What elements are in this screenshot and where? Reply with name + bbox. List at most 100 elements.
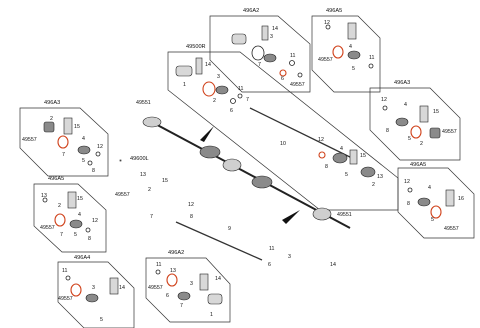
label: 12 [404, 179, 410, 185]
label: 1 [183, 82, 186, 88]
clamp [42, 197, 48, 203]
label: 16 [458, 196, 464, 202]
clamp [289, 60, 295, 66]
label: 2 [148, 187, 151, 193]
boot-band-kit [349, 149, 358, 165]
boot-right [251, 175, 273, 189]
label: 13 [140, 172, 146, 178]
label: 12 [97, 144, 103, 150]
boot [332, 152, 348, 164]
o-ring [166, 273, 178, 287]
label: 4 [428, 185, 431, 191]
label: 14 [330, 262, 336, 268]
label: 8 [92, 168, 95, 174]
panel-left-496a3: 496A3 2 15 49557 7 4 5 8 12 [19, 100, 109, 177]
label: 5 [352, 66, 355, 72]
circlip [237, 93, 243, 99]
o-ring [410, 125, 422, 139]
clamp [325, 24, 331, 30]
joint-middle [222, 158, 242, 172]
label: 11 [369, 55, 375, 61]
o-ring [202, 81, 216, 97]
boot [69, 219, 83, 229]
panel-top-496a5: 496A5 12 4 49557 5 11 [311, 8, 381, 93]
label: 5 [82, 158, 85, 164]
outer-joint-right [312, 207, 332, 221]
label: 3 [288, 254, 291, 260]
label: 4 [340, 146, 343, 152]
outer-joint-left [142, 116, 162, 128]
label: 9 [228, 226, 231, 232]
label: 12 [381, 97, 387, 103]
panel-left-496a3-header: 496A3 [44, 100, 60, 106]
label: 49557 [58, 296, 73, 302]
label: 7 [62, 152, 65, 158]
label: 49557 [444, 226, 459, 232]
clamp [230, 98, 236, 104]
boot [85, 293, 99, 303]
boot-band-kit [419, 105, 429, 123]
panel-lower-assy-header: 49600L [130, 156, 149, 162]
label: 8 [407, 201, 410, 207]
label: 4 [404, 102, 407, 108]
label: 11 [238, 86, 244, 92]
label: 11 [62, 268, 68, 274]
label: 10 [280, 141, 286, 147]
o-ring [57, 135, 69, 149]
label: 13 [41, 193, 47, 199]
label: 4 [78, 212, 81, 218]
clamp [87, 160, 93, 166]
label: 49551 [337, 212, 352, 218]
circlip [368, 63, 374, 69]
label: 5 [345, 172, 348, 178]
clamp [155, 269, 161, 275]
label: 2 [213, 98, 216, 104]
label: 5 [74, 232, 77, 238]
label: 49557 [40, 225, 55, 231]
panel-bottom-496a2: 496A2 11 13 49557 6 7 3 14 1 [145, 250, 231, 323]
label: 12 [92, 218, 98, 224]
outer-joint [231, 33, 247, 45]
label: 5 [100, 317, 103, 323]
label: 49557 [22, 137, 37, 143]
panel-right-496a3: 496A3 12 4 15 8 5 2 49557 [369, 80, 461, 161]
boot [177, 291, 191, 301]
label: 49557 [290, 82, 305, 88]
seal-ring [251, 45, 265, 61]
label: 12 [324, 20, 330, 26]
label: 15 [433, 109, 439, 115]
panel-right-496a5: 496A5 12 4 16 8 5 49557 [397, 162, 475, 239]
label: 3 [190, 281, 193, 287]
label: 13 [377, 174, 383, 180]
boot-band-kit [109, 277, 119, 295]
label: 3 [92, 285, 95, 291]
label: 8 [386, 128, 389, 134]
label: 7 [60, 232, 63, 238]
o-ring [430, 205, 442, 219]
label: 12 [188, 202, 194, 208]
label: 14 [272, 26, 278, 32]
label: 11 [156, 262, 162, 268]
label: 49551 [136, 100, 151, 106]
label: 7 [258, 62, 261, 68]
panel-lower-assy-anchor [119, 159, 122, 162]
label: 7 [150, 214, 153, 220]
boot-band-kit [63, 117, 73, 135]
panel-top-496a2-header: 496A2 [243, 8, 259, 14]
label: 5 [431, 217, 434, 223]
label: 2 [50, 116, 53, 122]
boot [215, 85, 229, 95]
label: 14 [215, 276, 221, 282]
pointer-arrow [282, 210, 300, 224]
circlip [297, 72, 303, 78]
lower-shaft [175, 221, 263, 261]
label: 7 [246, 97, 249, 103]
boot-band-kit [261, 25, 269, 41]
label: 4 [349, 44, 352, 50]
panel-top-496a5-header: 496A5 [326, 8, 342, 14]
label: 8 [88, 236, 91, 242]
label: 12 [318, 137, 324, 143]
label: 49557 [148, 285, 163, 291]
circlip [95, 151, 101, 157]
